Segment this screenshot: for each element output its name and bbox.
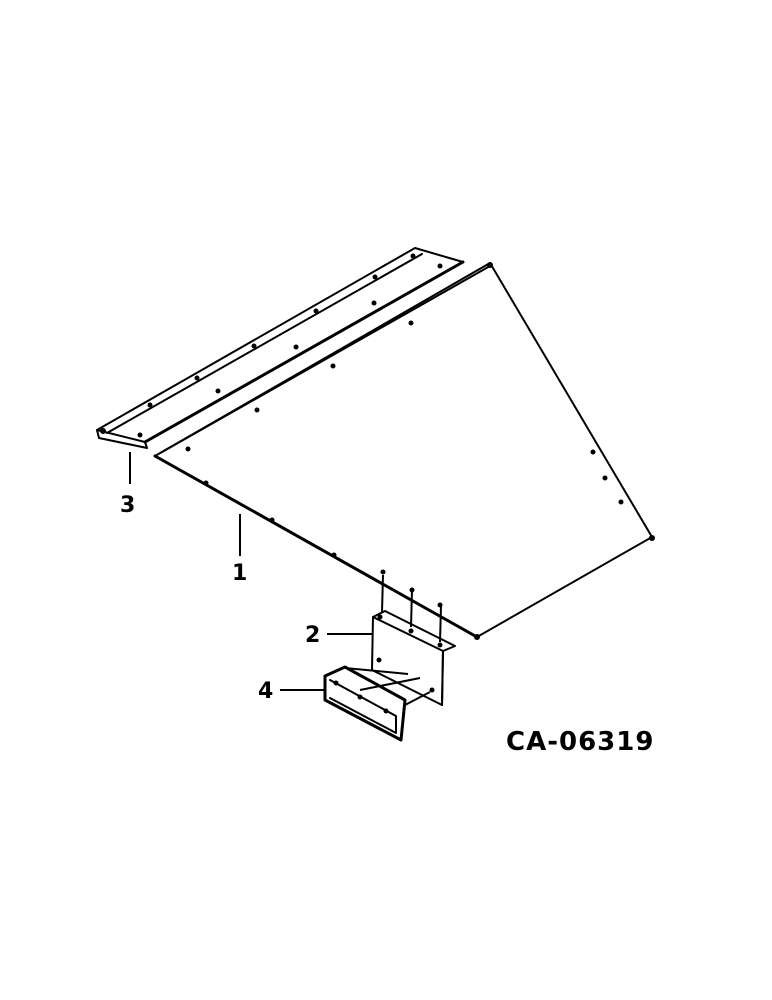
angle-bracket-part — [371, 610, 456, 706]
shield-panel-part — [153, 262, 655, 640]
callout-part-2: 2 — [305, 623, 320, 648]
angle-strip-part — [96, 247, 465, 449]
assembly-lines — [344, 574, 442, 706]
drawing-code: CA-06319 — [506, 727, 654, 757]
callout-part-3: 3 — [120, 493, 135, 518]
callout-part-1: 1 — [232, 561, 247, 586]
angle-strip-holes — [100, 253, 443, 438]
plate-part — [323, 665, 407, 742]
callout-part-4: 4 — [258, 679, 273, 704]
plate-holes — [333, 680, 389, 714]
bracket-holes — [376, 614, 443, 693]
callout-leaders — [129, 452, 372, 691]
shield-panel-holes — [185, 262, 655, 640]
